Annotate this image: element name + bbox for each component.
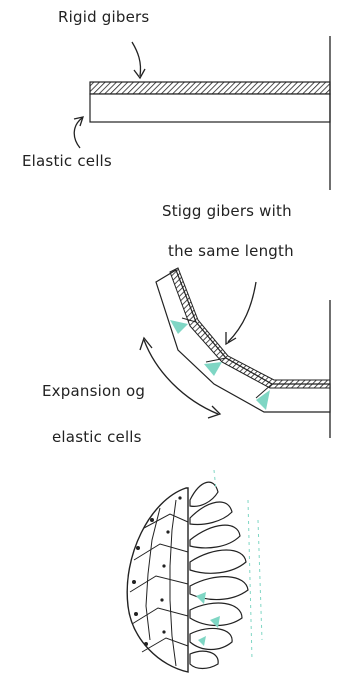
rigid-fibers-label: Rigid gibers — [58, 8, 149, 26]
stiff-fibers-label-line2: the same length — [168, 242, 294, 260]
elastic-cell-layer — [90, 94, 330, 122]
rigid-fibers-arrowhead — [134, 69, 145, 78]
flat-bilayer — [90, 82, 330, 122]
elastic-cells-label: Elastic cells — [22, 152, 112, 170]
bent-bilayer — [156, 268, 330, 412]
expansion-label-line2: elastic cells — [52, 428, 142, 446]
pine-cone-illustration — [127, 470, 262, 672]
expansion-label-line1: Expansion og — [42, 382, 145, 400]
rigid-fiber-layer — [90, 82, 330, 94]
bent-fiber-layer — [170, 268, 330, 388]
stiff-fibers-label-line1: Stigg gibers with — [162, 202, 292, 220]
rigid-fibers-arrow — [132, 42, 141, 76]
stiff-fibers-arrow — [228, 282, 256, 342]
